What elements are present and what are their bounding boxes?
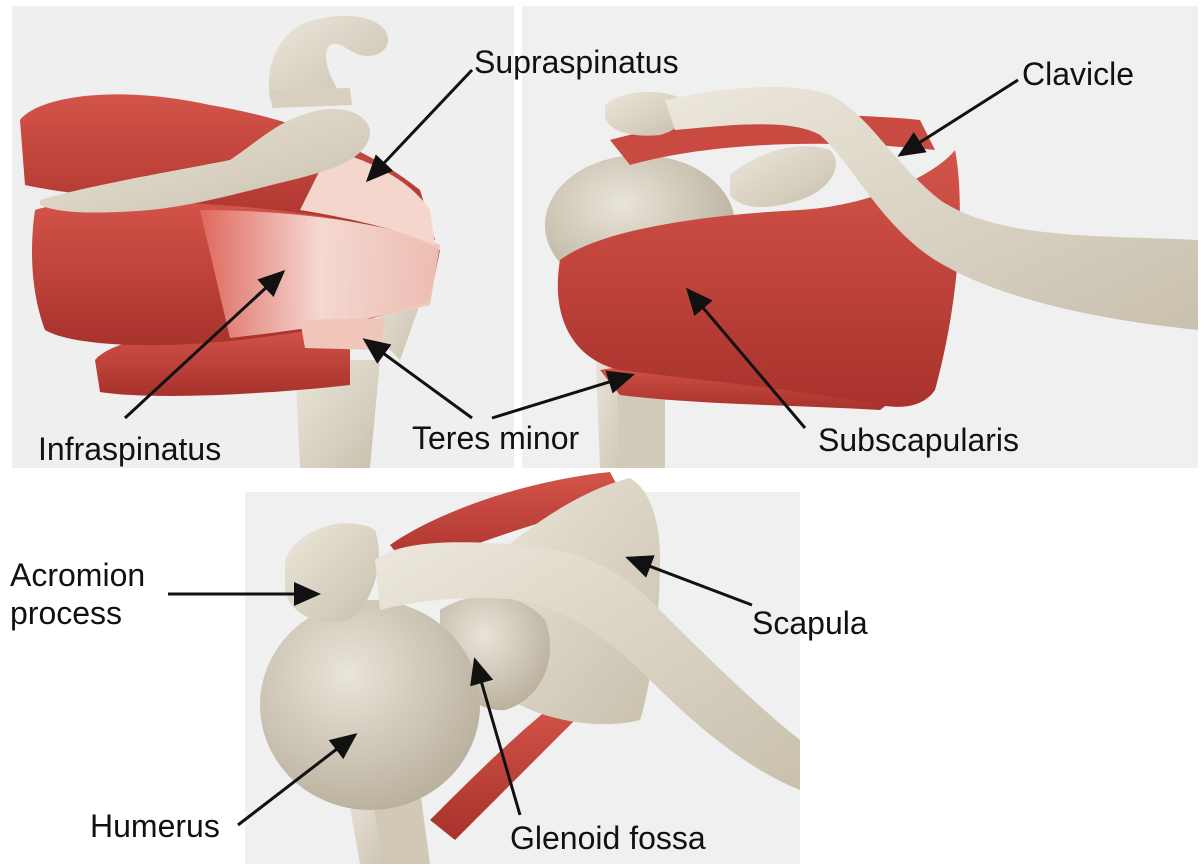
label-infraspinatus: Infraspinatus: [38, 431, 221, 467]
label-glenoid-fossa: Glenoid fossa: [510, 820, 706, 856]
label-scapula: Scapula: [752, 605, 868, 641]
label-clavicle: Clavicle: [1022, 56, 1134, 92]
label-humerus: Humerus: [90, 808, 220, 844]
label-teres-minor: Teres minor: [412, 420, 579, 456]
label-subscapularis: Subscapularis: [818, 422, 1019, 458]
label-acromion-process: Acromion process: [10, 556, 145, 632]
label-supraspinatus: Supraspinatus: [474, 44, 679, 80]
